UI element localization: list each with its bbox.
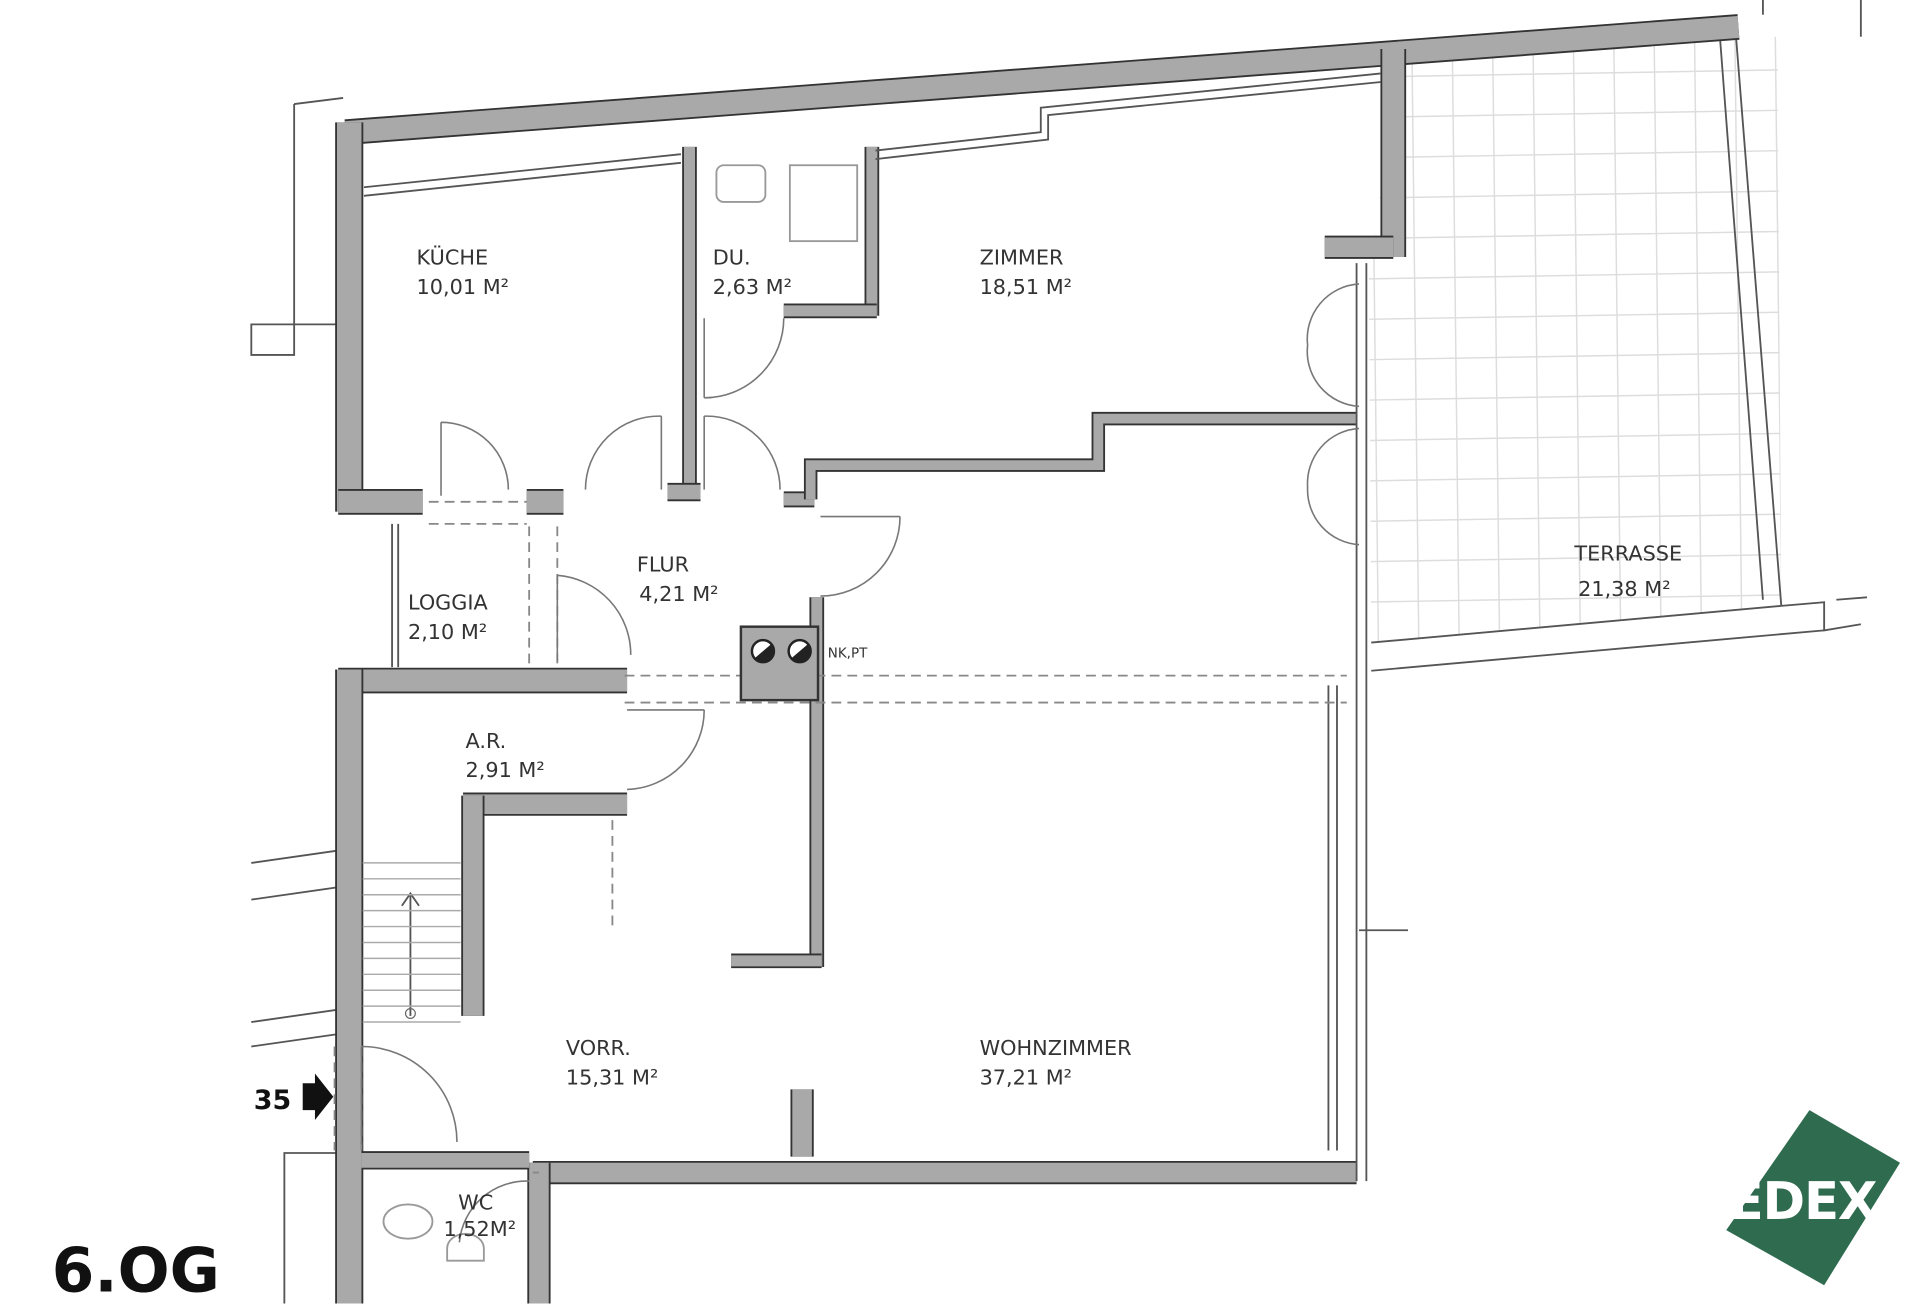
room-name-vorr: VORR.	[566, 1036, 631, 1060]
entrance-arrow-icon	[302, 1073, 334, 1120]
room-labels: KÜCHE 10,01 M² DU. 2,63 M² ZIMMER 18,51 …	[408, 244, 1682, 1241]
room-area-flur: 4,21 M²	[639, 582, 718, 606]
terrace-tiles	[1368, 36, 1782, 643]
room-name-du: DU.	[713, 245, 751, 269]
sink	[715, 164, 767, 203]
room-area-ar: 2,91 M²	[466, 758, 545, 782]
room-area-zimmer: 18,51 M²	[980, 275, 1072, 299]
context-lines	[250, 0, 1868, 1304]
doors	[360, 283, 1360, 1243]
room-area-terrasse: 21,38 M²	[1578, 577, 1670, 601]
room-area-loggia: 2,10 M²	[408, 620, 487, 644]
room-area-du: 2,63 M²	[713, 275, 792, 299]
room-name-flur: FLUR	[637, 553, 689, 577]
edex-logo: EDEX	[1726, 1110, 1901, 1286]
room-name-wohnzimmer: WOHNZIMMER	[980, 1036, 1132, 1060]
staircase	[362, 862, 461, 1023]
room-area-wc: 1,52M²	[443, 1217, 516, 1241]
room-area-kueche: 10,01 M²	[417, 275, 509, 299]
svg-text:EDEX: EDEX	[1729, 1172, 1877, 1232]
shaft-label: NK,PT	[828, 646, 868, 661]
room-name-zimmer: ZIMMER	[980, 245, 1064, 269]
entrance-marker: 35	[254, 1073, 334, 1120]
room-name-terrasse: TERRASSE	[1573, 542, 1682, 566]
wall	[344, 15, 1740, 144]
floor-label: 6.OG	[52, 1235, 220, 1306]
thin-walls	[363, 72, 1382, 1182]
toilet	[382, 1203, 434, 1240]
wc-sink	[446, 1232, 485, 1262]
shaft: NK,PT	[739, 625, 868, 702]
room-name-ar: A.R.	[466, 729, 507, 753]
walls	[335, 14, 1740, 1304]
room-name-kueche: KÜCHE	[417, 244, 489, 269]
room-name-wc: WC	[458, 1190, 493, 1214]
wall	[805, 413, 1357, 500]
wall	[803, 411, 1357, 500]
room-area-wohnzimmer: 37,21 M²	[980, 1065, 1072, 1089]
room-name-loggia: LOGGIA	[408, 591, 489, 615]
bathroom-fixtures	[382, 164, 859, 1262]
entrance-number: 35	[254, 1085, 291, 1116]
room-area-vorr: 15,31 M²	[566, 1065, 658, 1089]
shower-tray	[788, 164, 859, 243]
